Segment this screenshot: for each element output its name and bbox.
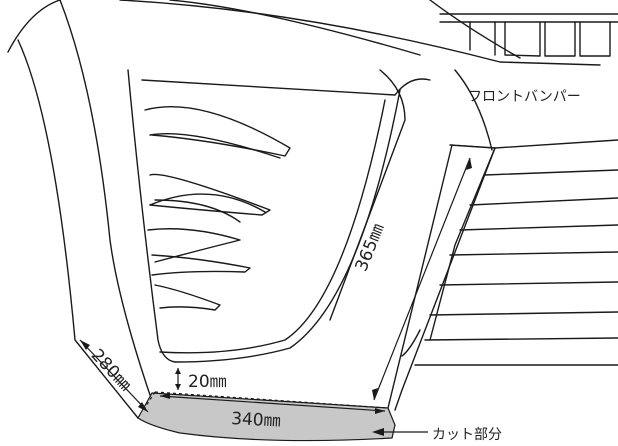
bumper-outline-left xyxy=(7,0,61,53)
cut-top-dashed xyxy=(154,391,389,409)
cut-region xyxy=(137,392,396,442)
upper-bumper xyxy=(119,0,601,66)
slat-4 xyxy=(151,254,251,276)
dim-340-label: 340㎜ xyxy=(230,408,282,432)
grille-slat-1 xyxy=(494,139,618,149)
slat-3 xyxy=(147,228,241,263)
slat-5 xyxy=(154,284,221,311)
slat-1 xyxy=(144,105,291,157)
dim-280-line xyxy=(79,339,149,413)
bumper-outline-left-edge xyxy=(17,39,139,419)
cut-area-label: カット部分 xyxy=(432,427,502,443)
dim-340-line xyxy=(159,395,386,412)
dim-365-arrow-bottom xyxy=(372,388,378,400)
part-name-label: フロントバンパー xyxy=(468,89,581,105)
slat-2 xyxy=(149,173,271,216)
dim-20-label: 20㎜ xyxy=(188,372,227,392)
dim-365-arrow-top xyxy=(466,158,472,170)
inner-opening xyxy=(127,69,401,363)
dim-365-line xyxy=(373,157,471,401)
